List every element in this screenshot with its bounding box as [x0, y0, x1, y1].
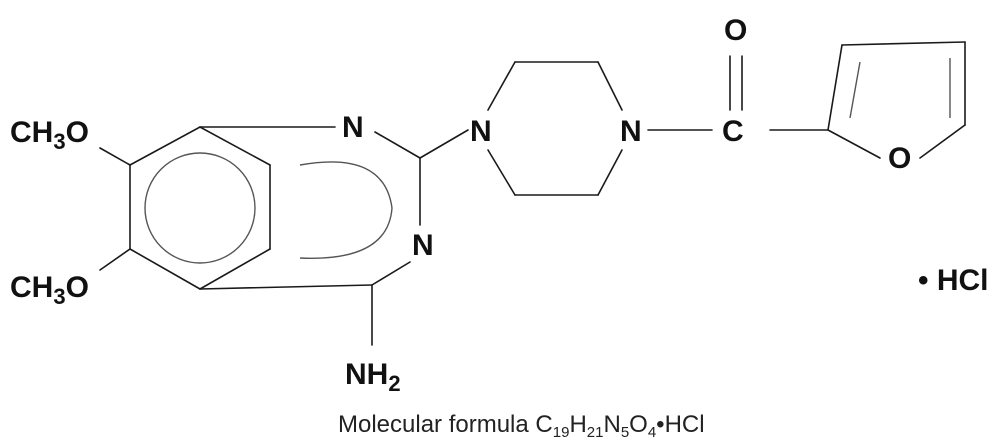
molecular-formula-caption: Molecular formula C19H21N5O4•HCl: [338, 411, 705, 441]
benzene-ring: [129, 126, 271, 290]
furan-oxygen-label: O: [888, 142, 911, 175]
n-piperazine-right-label: N: [620, 115, 642, 148]
n-quinazoline-3-label: N: [412, 229, 434, 262]
furan-ring: [827, 41, 966, 159]
piperazine-ring: [487, 61, 623, 196]
methoxy-top-label: CH3O: [10, 116, 89, 154]
quinazoline-piperazine-bond: [419, 129, 469, 159]
methoxy-bottom-bond: [99, 248, 131, 271]
furan-double-bond-left: [849, 61, 861, 119]
amine-label: NH2: [345, 358, 401, 396]
hcl-salt-label: • HCl: [918, 264, 989, 297]
pyrimidine-aromatic-arc: [299, 161, 393, 259]
carbonyl-carbon-label: C: [722, 115, 744, 148]
methoxy-bottom-label: CH3O: [10, 271, 89, 309]
n-quinazoline-1-label: N: [342, 111, 364, 144]
benzene-aromatic-circle: [144, 152, 256, 264]
methoxy-top-bond: [99, 147, 131, 166]
n-piperazine-left-label: N: [470, 115, 492, 148]
carbonyl-oxygen-label: O: [724, 14, 747, 47]
pyrimidine-ring: [199, 126, 421, 290]
